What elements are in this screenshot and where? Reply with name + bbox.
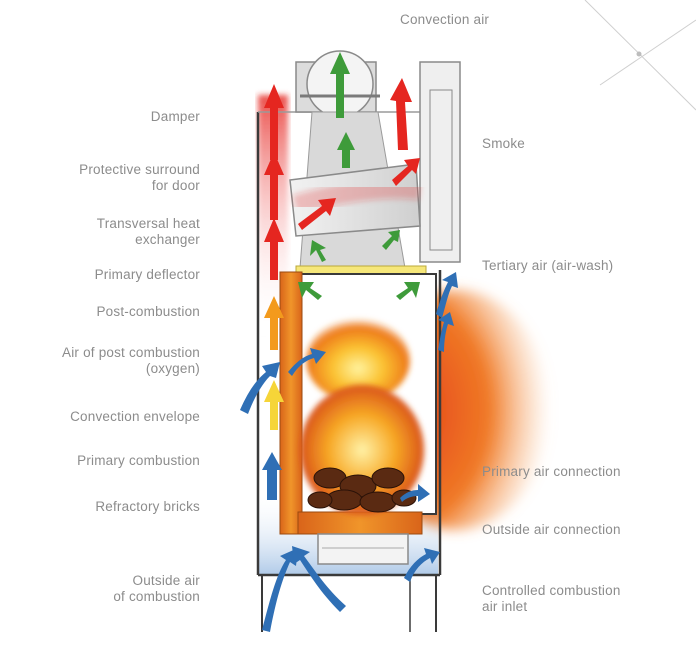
label-air-post-line1: Air of post combustion	[62, 345, 200, 360]
ash-pan	[317, 533, 409, 565]
label-tertiary-air: Tertiary air (air-wash)	[482, 258, 614, 273]
label-controlled-combustion-air-inlet: Controlled combustion air inlet	[482, 583, 621, 615]
label-air-of-post-combustion: Air of post combustion (oxygen)	[62, 345, 200, 377]
label-outside-air-line2: of combustion	[113, 589, 200, 604]
label-controlled-line2: air inlet	[482, 599, 528, 614]
warm-air-arrows	[264, 296, 284, 430]
label-outside-air-of-combustion: Outside air of combustion	[113, 573, 200, 605]
label-smoke: Smoke	[482, 136, 526, 151]
convection-green-arrows	[298, 52, 420, 300]
label-outside-air-connection: Outside air connection	[482, 522, 621, 537]
front-panel	[419, 61, 461, 263]
label-air-post-line2: (oxygen)	[145, 361, 200, 376]
label-primary-deflector: Primary deflector	[94, 267, 200, 282]
primary-deflector-plate	[295, 265, 427, 275]
label-refractory-bricks: Refractory bricks	[95, 499, 200, 514]
combustion-air-arrows	[240, 272, 458, 632]
label-outside-air-line1: Outside air	[132, 573, 200, 588]
label-protective-surround-line2: for door	[151, 178, 200, 193]
label-transversal-line2: exchanger	[135, 232, 200, 247]
label-transversal-line1: Transversal heat	[96, 216, 200, 231]
label-convection-envelope: Convection envelope	[70, 409, 200, 424]
label-protective-surround: Protective surround for door	[79, 162, 200, 194]
label-transversal-heat-exchanger: Transversal heat exchanger	[97, 216, 200, 248]
label-post-combustion: Post-combustion	[96, 304, 200, 319]
label-primary-air-connection: Primary air connection	[482, 464, 621, 479]
corner-decoration	[584, 0, 696, 111]
label-primary-combustion: Primary combustion	[77, 453, 200, 468]
transversal-heat-exchanger	[289, 163, 422, 237]
refractory-brick-wall	[279, 271, 303, 535]
label-controlled-line1: Controlled combustion	[482, 583, 621, 598]
refractory-brick-floor	[297, 511, 423, 535]
label-damper: Damper	[150, 109, 200, 124]
label-convection-air: Convection air	[400, 12, 490, 27]
label-protective-surround-line1: Protective surround	[79, 162, 200, 177]
hot-air-arrows	[264, 78, 420, 280]
